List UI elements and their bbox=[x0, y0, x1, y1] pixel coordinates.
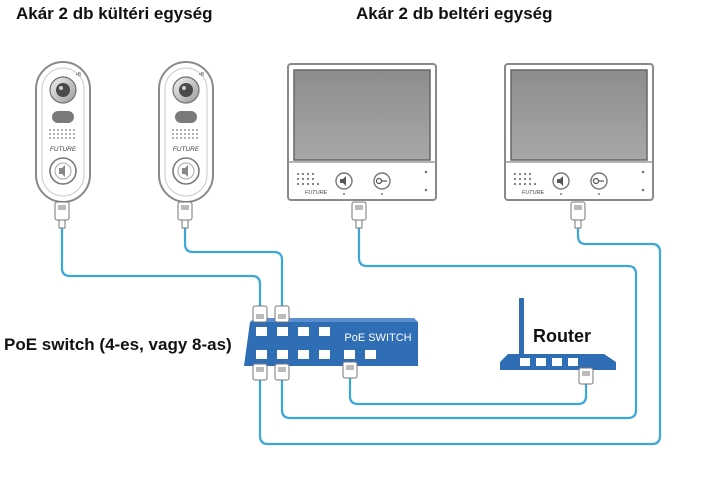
cable-outdoor-2 bbox=[183, 226, 284, 320]
rj45-plug-indoor-2 bbox=[570, 201, 586, 229]
brand-logo: FUTURE bbox=[173, 146, 200, 153]
rj45-plug-outdoor-2 bbox=[177, 201, 193, 229]
poe-switch: PoE SWITCH bbox=[244, 318, 418, 366]
switch-label: PoE SWITCH bbox=[344, 332, 411, 344]
rj45-plug-outdoor-1 bbox=[54, 201, 70, 229]
rj45-plug-switch-uplink bbox=[342, 361, 358, 379]
outdoor-unit-2: •B FUTURE bbox=[158, 61, 214, 203]
rj45-plug-switch-top-2 bbox=[274, 305, 290, 323]
rj45-plug-switch-bottom-1 bbox=[252, 363, 268, 381]
svg-text:•B: •B bbox=[76, 72, 82, 78]
indoor-unit-2: FUTURE bbox=[504, 63, 654, 201]
cable-outdoor-1 bbox=[60, 226, 262, 320]
cable-router bbox=[348, 376, 588, 406]
rj45-plug-switch-top-1 bbox=[252, 305, 268, 323]
router bbox=[500, 298, 616, 370]
outdoor-units-label: Akár 2 db kültéri egység bbox=[16, 4, 213, 23]
cable-indoor-1 bbox=[280, 224, 638, 420]
rj45-plug-switch-bottom-2 bbox=[274, 363, 290, 381]
poe-switch-label: PoE switch (4-es, vagy 8-as) bbox=[4, 335, 232, 354]
cable-indoor-2 bbox=[258, 224, 662, 446]
outdoor-unit-1: •B FUTURE bbox=[35, 61, 91, 203]
router-label: Router bbox=[533, 326, 591, 346]
indoor-unit-1: FUTURE bbox=[287, 63, 437, 201]
cables bbox=[60, 224, 662, 446]
svg-text:•B: •B bbox=[199, 72, 205, 78]
brand-logo: FUTURE bbox=[522, 190, 545, 196]
indoor-units-label: Akár 2 db beltéri egység bbox=[356, 4, 553, 23]
rj45-plug-router bbox=[578, 367, 594, 385]
rj45-plug-indoor-1 bbox=[351, 201, 367, 229]
brand-logo: FUTURE bbox=[50, 146, 77, 153]
brand-logo: FUTURE bbox=[305, 190, 328, 196]
